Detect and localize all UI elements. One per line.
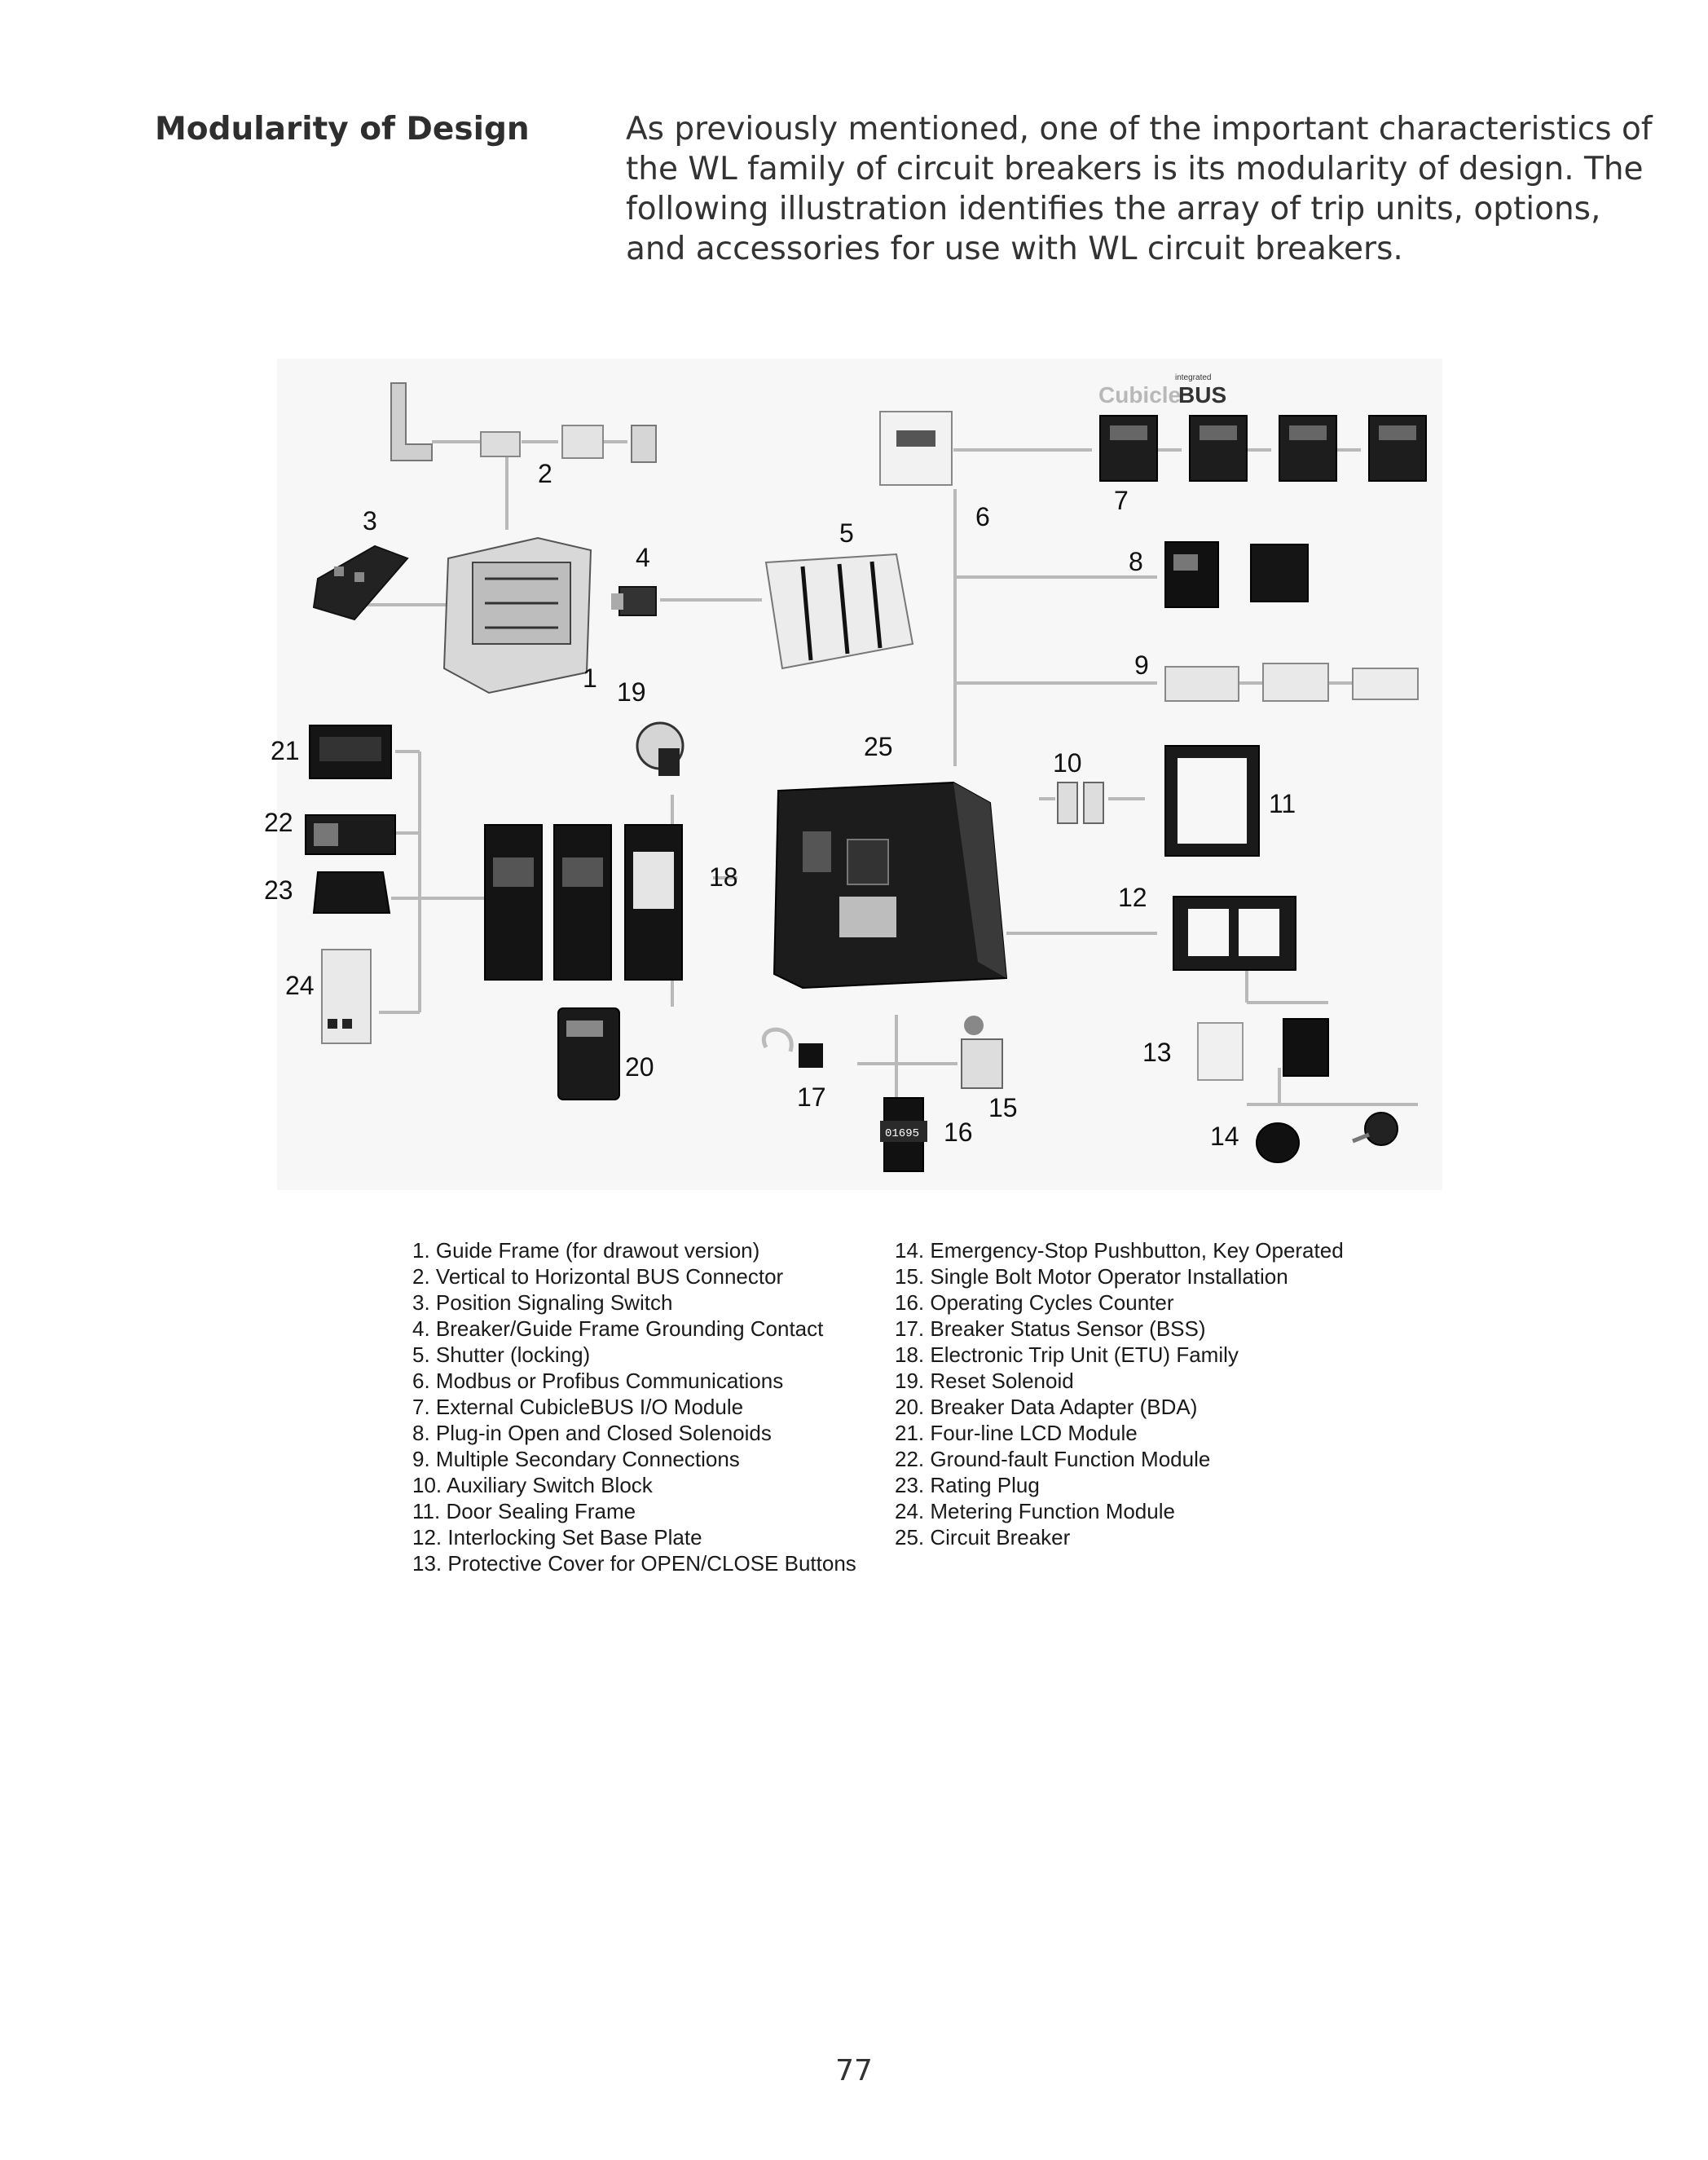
section-heading: Modularity of Design <box>155 111 530 148</box>
callout-number: 22 <box>264 808 293 837</box>
callout-number: 2 <box>538 459 552 488</box>
callout-number: 19 <box>617 677 646 707</box>
callout-number: 15 <box>988 1093 1018 1122</box>
legend-item: 8. Plug-in Open and Closed Solenoids <box>412 1421 772 1445</box>
logo-integrated: integrated <box>1175 373 1211 382</box>
communications-module <box>879 411 953 486</box>
legend-item: 18. Electronic Trip Unit (ETU) Family <box>895 1342 1239 1367</box>
shutter <box>764 553 914 670</box>
intro-line: the WL family of circuit breakers is its… <box>626 151 1644 187</box>
intro-line: following illustration identifies the ar… <box>626 191 1601 227</box>
electronic-trip-units <box>484 824 683 981</box>
legend-item: 6. Modbus or Profibus Communications <box>412 1369 784 1393</box>
legend-item: 5. Shutter (locking) <box>412 1342 591 1367</box>
legend-item: 16. Operating Cycles Counter <box>895 1290 1174 1315</box>
callout-number: 4 <box>636 543 650 572</box>
auxiliary-switch-block <box>1057 782 1104 824</box>
page-number: 77 <box>835 2054 873 2087</box>
position-signaling-switch <box>312 544 409 621</box>
legend-item: 24. Metering Function Module <box>895 1499 1175 1523</box>
cubiclebus-logo: integrated Cubicle BUS <box>1098 373 1226 408</box>
guide-frame <box>442 536 592 694</box>
legend-item: 19. Reset Solenoid <box>895 1369 1074 1393</box>
legend-item: 1. Guide Frame (for drawout version) <box>412 1238 760 1263</box>
interlocking-base-plate <box>1173 896 1296 971</box>
emergency-stop-pushbutton <box>1256 1112 1398 1163</box>
callout-number: 23 <box>264 875 293 905</box>
callout-number: 9 <box>1134 650 1149 680</box>
callout-number: 24 <box>285 971 315 1000</box>
intro-paragraph: As previously mentioned, one of the impo… <box>626 109 1653 269</box>
legend-item: 21. Four-line LCD Module <box>895 1421 1138 1445</box>
accessories-illustration: integrated Cubicle BUS <box>264 359 1442 1190</box>
callout-number: 18 <box>709 862 738 892</box>
secondary-connections <box>1164 663 1419 702</box>
callout-number: 5 <box>839 518 854 548</box>
breaker-data-adapter <box>557 1007 620 1100</box>
cubiclebus-io-modules <box>1099 415 1427 482</box>
motor-operator <box>961 1016 1003 1089</box>
grounding-contact <box>611 586 657 616</box>
callout-number: 11 <box>1269 789 1296 818</box>
legend-item: 23. Rating Plug <box>895 1473 1040 1497</box>
legend-item: 2. Vertical to Horizontal BUS Connector <box>412 1264 784 1289</box>
legend-item: 22. Ground-fault Function Module <box>895 1447 1211 1471</box>
reset-solenoid <box>636 721 685 776</box>
legend-item: 11. Door Sealing Frame <box>412 1499 636 1523</box>
logo-cubicle: Cubicle <box>1098 382 1181 408</box>
legend-item: 25. Circuit Breaker <box>895 1525 1071 1549</box>
counter-display: 01695 <box>885 1127 919 1140</box>
callout-number: 7 <box>1114 486 1129 515</box>
callout-numbers: 1 2 3 4 5 6 7 8 9 10 11 12 13 14 15 16 1… <box>264 459 1296 1151</box>
legend-item: 14. Emergency-Stop Pushbutton, Key Opera… <box>895 1238 1344 1263</box>
legend-item: 7. External CubicleBUS I/O Module <box>412 1395 744 1419</box>
legend-item: 17. Breaker Status Sensor (BSS) <box>895 1316 1206 1341</box>
legend-item: 10. Auxiliary Switch Block <box>412 1473 653 1497</box>
legend-item: 9. Multiple Secondary Connections <box>412 1447 740 1471</box>
callout-number: 25 <box>864 732 893 761</box>
operating-cycles-counter: 01695 <box>880 1097 927 1172</box>
legend-item: 4. Breaker/Guide Frame Grounding Contact <box>412 1316 824 1341</box>
callout-number: 1 <box>583 663 597 693</box>
callout-number: 17 <box>797 1082 826 1112</box>
callout-number: 12 <box>1118 883 1147 912</box>
callout-number: 6 <box>975 502 990 531</box>
plug-in-solenoids <box>1164 541 1309 608</box>
ground-fault-module <box>305 814 396 855</box>
callout-number: 13 <box>1142 1038 1172 1067</box>
callout-number: 3 <box>363 506 377 536</box>
callout-number: 14 <box>1210 1122 1239 1151</box>
intro-line: As previously mentioned, one of the impo… <box>626 111 1653 148</box>
callout-number: 10 <box>1053 748 1082 778</box>
legend-item: 12. Interlocking Set Base Plate <box>412 1525 702 1549</box>
illustration-canvas: integrated Cubicle BUS <box>264 373 1427 1172</box>
door-sealing-frame <box>1164 745 1260 857</box>
legend-item: 3. Position Signaling Switch <box>412 1290 673 1315</box>
rating-plug <box>312 871 391 914</box>
metering-function-module <box>321 949 372 1044</box>
legend-left-column: 1. Guide Frame (for drawout version) 2. … <box>412 1237 856 1576</box>
callout-number: 8 <box>1129 547 1143 576</box>
legend-item: 13. Protective Cover for OPEN/CLOSE Butt… <box>412 1551 856 1576</box>
lcd-module <box>309 725 392 779</box>
callout-number: 16 <box>944 1117 973 1147</box>
logo-bus: BUS <box>1178 382 1226 408</box>
legend-right-column: 14. Emergency-Stop Pushbutton, Key Opera… <box>895 1237 1344 1550</box>
protective-covers <box>1197 1018 1329 1081</box>
breaker-status-sensor <box>762 1027 823 1068</box>
callout-number: 21 <box>271 736 300 765</box>
circuit-breaker <box>773 781 1008 990</box>
callout-number: 20 <box>625 1052 654 1082</box>
intro-line: and accessories for use with WL circuit … <box>626 231 1403 267</box>
legend-item: 20. Breaker Data Adapter (BDA) <box>895 1395 1198 1419</box>
legend-item: 15. Single Bolt Motor Operator Installat… <box>895 1264 1288 1289</box>
bus-connector-parts <box>390 382 657 463</box>
